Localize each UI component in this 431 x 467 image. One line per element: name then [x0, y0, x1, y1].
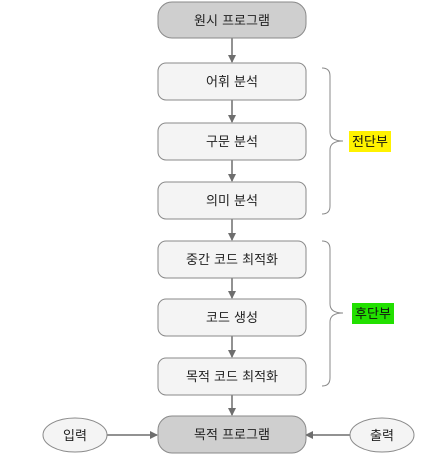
source-program-label: 원시 프로그램 [194, 14, 270, 29]
output-label: 출력 [370, 429, 394, 444]
target-program-box [157, 415, 307, 454]
semantic-analysis-label: 의미 분석 [206, 194, 258, 209]
flow-arrows [106, 38, 350, 439]
code-generation-box [157, 298, 307, 337]
input-ellipse [42, 417, 108, 453]
input-label: 입력 [63, 429, 87, 444]
code-generation-label: 코드 생성 [206, 311, 258, 326]
lexical-analysis-box [157, 62, 307, 101]
source-program-box [157, 1, 307, 39]
output-ellipse [349, 417, 415, 453]
backend-brace [321, 240, 344, 387]
backend-label: 후단부 [355, 307, 391, 322]
frontend-brace [321, 67, 344, 215]
syntax-analysis-label: 구문 분석 [206, 135, 258, 150]
intermediate-optimization-box [157, 240, 307, 279]
backend-highlight [352, 303, 394, 324]
target-optimization-box [157, 357, 307, 396]
frontend-label: 전단부 [352, 135, 388, 150]
syntax-analysis-box [157, 122, 307, 161]
target-program-label: 목적 프로그램 [194, 428, 270, 443]
group-braces [321, 67, 344, 387]
lexical-analysis-label: 어휘 분석 [206, 75, 258, 90]
semantic-analysis-box [157, 181, 307, 220]
intermediate-optimization-label: 중간 코드 최적화 [186, 253, 278, 268]
frontend-highlight [349, 131, 391, 152]
target-optimization-label: 목적 코드 최적화 [186, 370, 278, 385]
